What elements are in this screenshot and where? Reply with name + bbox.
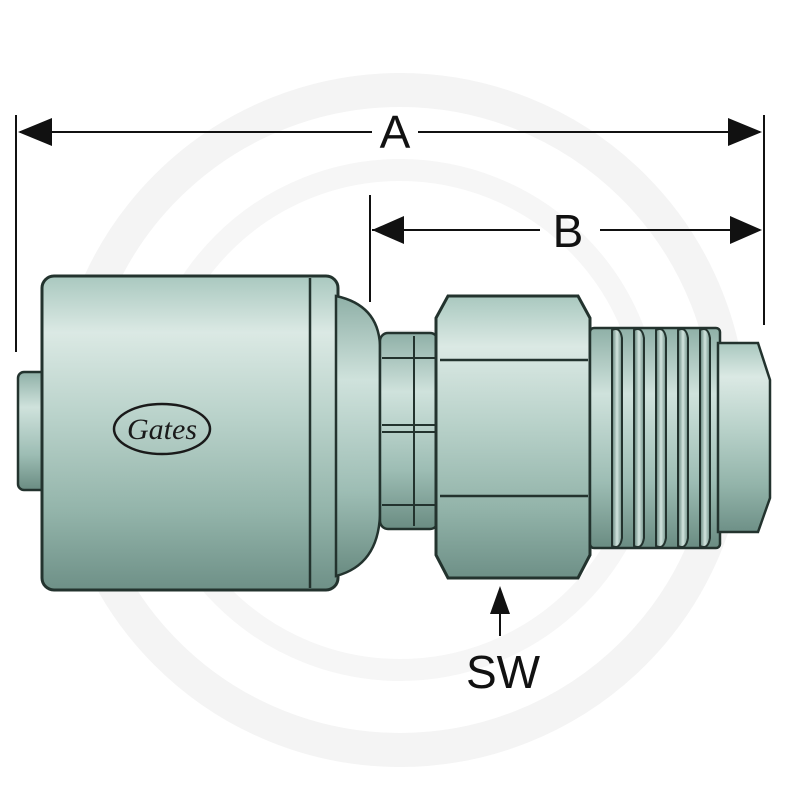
dimension-b-label: B xyxy=(553,205,584,257)
male-thread xyxy=(588,326,772,550)
wrench-size-indicator: SW xyxy=(466,586,541,698)
wrench-size-label: SW xyxy=(466,646,541,698)
dimension-b: B xyxy=(369,195,762,302)
fitting-neck xyxy=(378,331,440,531)
hose-ferrule xyxy=(16,274,382,592)
gates-logo: Gates xyxy=(112,402,212,456)
gates-logo-text: Gates xyxy=(127,413,197,446)
dimension-a-label: A xyxy=(380,106,411,158)
hex-nut xyxy=(434,294,592,580)
dimension-a: A xyxy=(15,106,765,352)
